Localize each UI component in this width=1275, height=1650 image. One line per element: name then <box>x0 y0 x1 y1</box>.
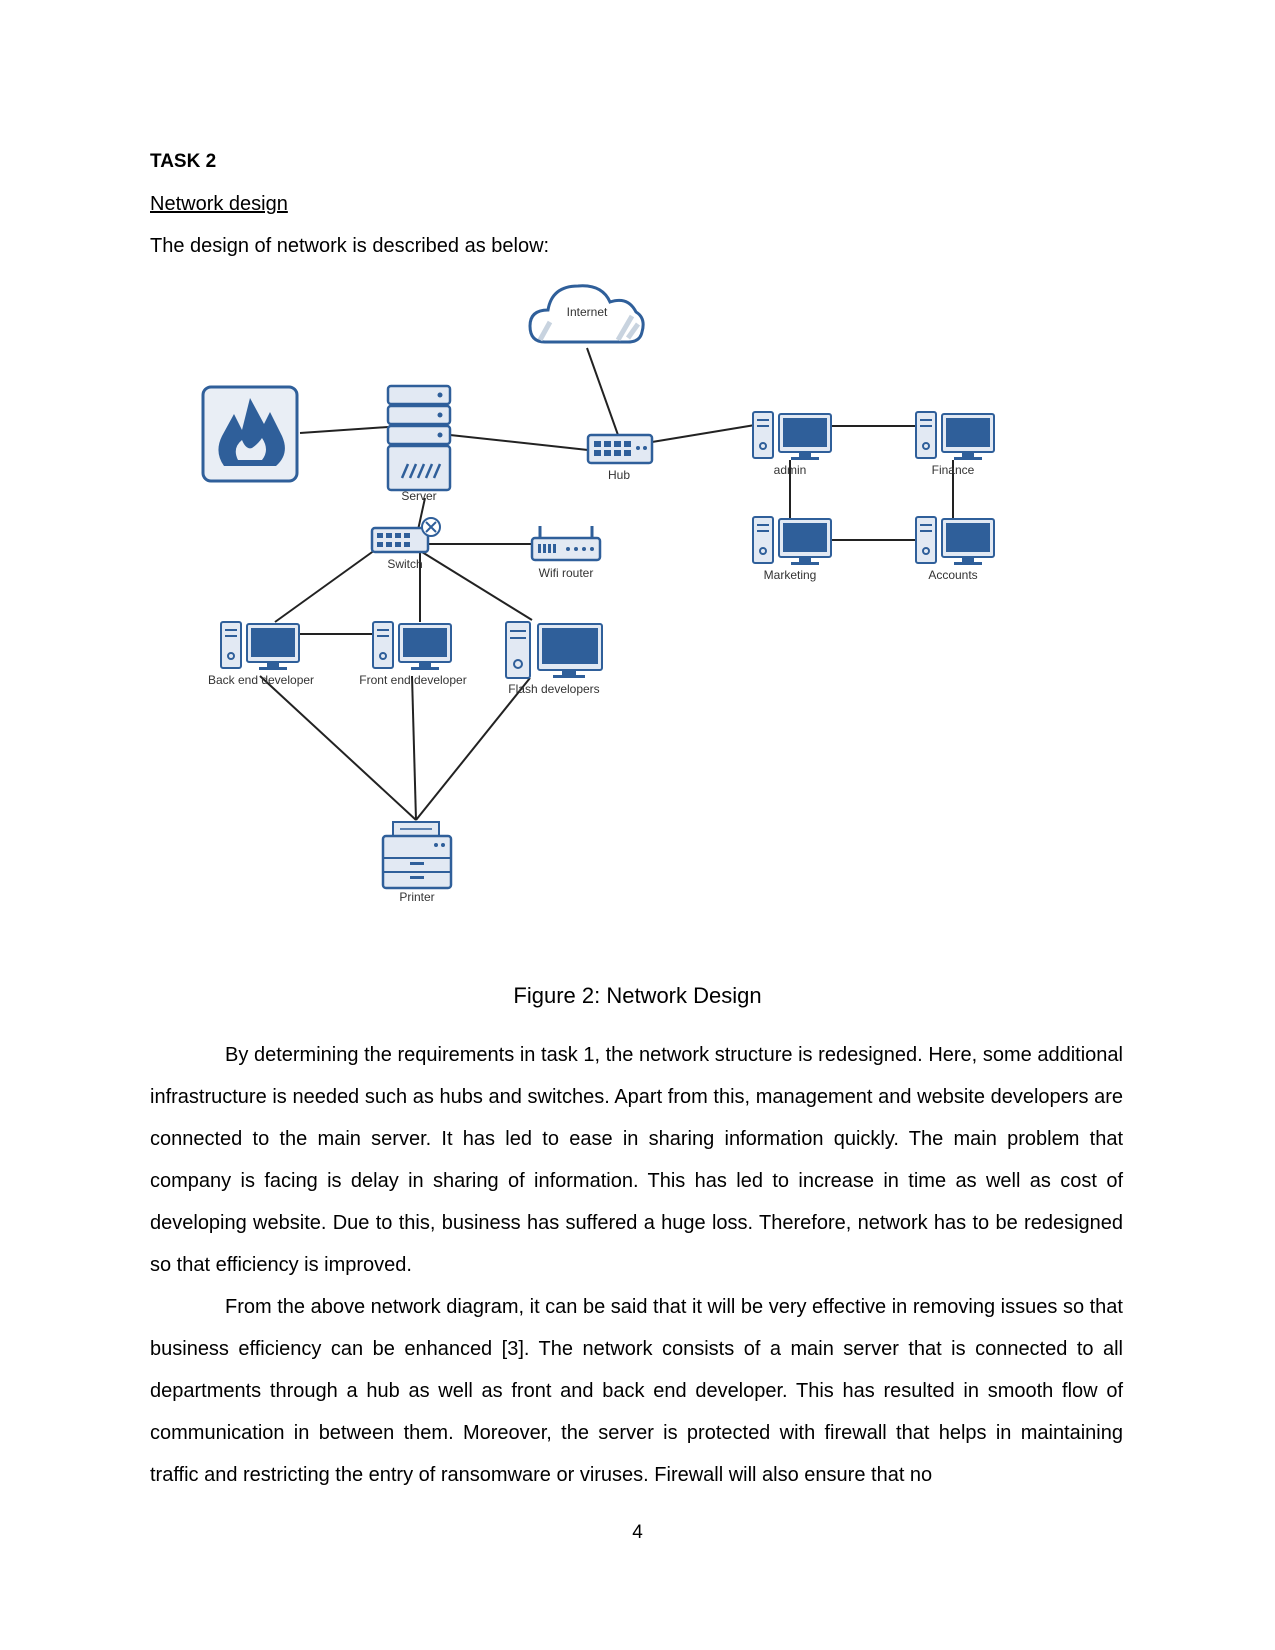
figure-caption: Figure 2: Network Design <box>513 983 762 1008</box>
edge-backend-printer <box>259 675 417 821</box>
wifi-router-icon: Wifi router <box>530 526 602 580</box>
edge-firewall-server <box>299 426 389 434</box>
server-icon: Server <box>386 384 452 503</box>
edge-internet-hub <box>586 347 619 436</box>
accounts-label: Accounts <box>928 568 977 582</box>
intro-text: The design of network is described as be… <box>150 235 550 257</box>
server-label: Server <box>401 489 436 503</box>
flash-developers-label: Flash developers <box>508 682 599 696</box>
admin-computer-icon: admin <box>752 411 832 477</box>
finance-computer-icon: Finance <box>915 411 995 477</box>
printer-icon: Printer <box>381 821 453 904</box>
back-end-developer-computer-icon: Back end developer <box>208 621 314 687</box>
body-paragraph-1: By determining the requirements in task … <box>150 1044 1123 1276</box>
section-subheading: Network design <box>150 193 288 215</box>
edge-frontend-printer <box>411 675 417 821</box>
internet-label: Internet <box>567 305 608 319</box>
front-end-developer-computer-icon: Front end developer <box>359 621 467 687</box>
edge-hub-admin <box>651 424 756 443</box>
admin-label: admin <box>774 463 807 477</box>
firewall-icon <box>201 385 299 483</box>
printer-label: Printer <box>399 890 434 904</box>
front-end-developer-label: Front end developer <box>359 673 466 687</box>
network-diagram: Internet Server Hub Switch <box>201 284 995 904</box>
edge-switch-flash <box>421 551 533 621</box>
accounts-computer-icon: Accounts <box>915 516 995 582</box>
task-heading: TASK 2 <box>150 151 217 172</box>
marketing-label: Marketing <box>764 568 817 582</box>
page-number: 4 <box>632 1522 643 1543</box>
internet-cloud-icon: Internet <box>528 284 645 344</box>
wifi-router-label: Wifi router <box>539 566 594 580</box>
finance-label: Finance <box>932 463 975 477</box>
edge-server-switch <box>417 497 426 531</box>
hub-icon: Hub <box>586 433 654 482</box>
edge-switch-backend <box>274 549 376 623</box>
switch-icon: Switch <box>370 517 441 571</box>
edge-flash-printer <box>415 677 531 821</box>
flash-developers-computer-icon: Flash developers <box>505 621 603 696</box>
hub-label: Hub <box>608 468 630 482</box>
body-paragraph-2: From the above network diagram, it can b… <box>150 1296 1123 1486</box>
diagram-connections <box>259 347 954 821</box>
edge-server-hub <box>449 434 589 451</box>
marketing-computer-icon: Marketing <box>752 516 832 582</box>
back-end-developer-label: Back end developer <box>208 673 314 687</box>
switch-label: Switch <box>387 557 422 571</box>
